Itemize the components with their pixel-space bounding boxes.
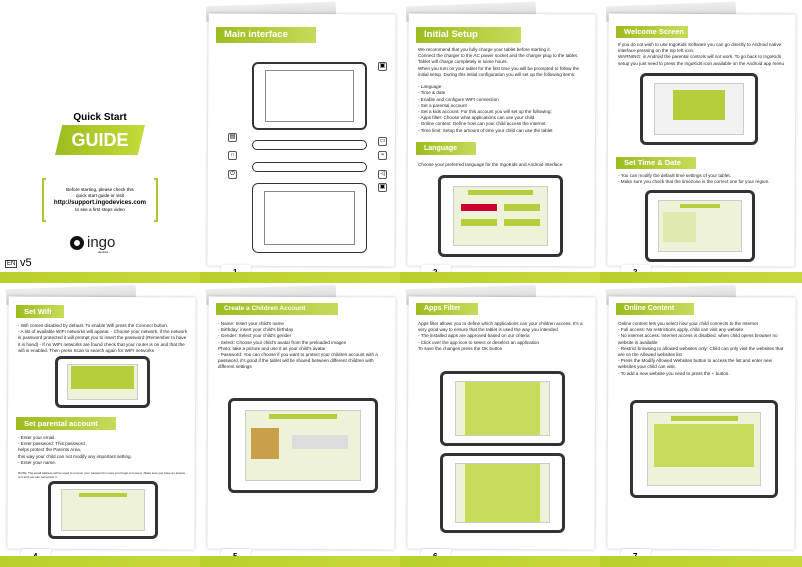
footer-bar (200, 272, 400, 283)
page-initial-setup: Initial Setup We recommend that you full… (400, 0, 600, 283)
language-badge: EN (5, 260, 18, 268)
wifi-text: - Wifi comes disabled by default. To ena… (18, 323, 188, 353)
parental-account-header: Set parental account (16, 417, 116, 430)
parental-screenshot (48, 481, 158, 539)
children-account-text: - Name: Insert your child's name - Birth… (218, 321, 378, 370)
ingo-logo: ingo (70, 234, 115, 251)
page-children-account: Create a Children Account - Name: Insert… (200, 283, 400, 567)
battery-icon: ▭ (378, 137, 387, 146)
section-title: Set Wifi (16, 305, 64, 318)
footer-bar (0, 272, 200, 283)
logo-mark-icon (70, 235, 84, 250)
tablet-side-edge (252, 162, 367, 172)
section-title: Initial Setup (416, 27, 521, 43)
tablet-top-edge (252, 140, 367, 150)
tablet-front-diagram (252, 62, 367, 130)
logo-subtitle: devices (98, 250, 109, 254)
page-apps-filter: Apps Filter Apps filter allows you to de… (400, 283, 600, 567)
rear-camera-icon: ▣ (378, 183, 387, 192)
tablet-back-diagram (252, 183, 367, 253)
camera-icon: ▣ (378, 62, 387, 71)
guide-ribbon: GUIDE (55, 125, 145, 155)
section-title: Create a Children Account (216, 303, 338, 315)
intro-text: We recommend that you fully charge your … (418, 47, 580, 133)
time-date-screenshot (645, 190, 755, 262)
wifi-screenshot (55, 356, 150, 408)
page-main-interface: Main interface ▣ ▤ ▭ ∩ ⌁ ⏻ ◁ ▣ 1 (200, 0, 400, 283)
parental-account-text: - Enter your email. - Enter password: Th… (18, 435, 132, 465)
time-date-text: - You can modify the default time settin… (618, 173, 770, 185)
time-date-header: Set Time & Date (616, 157, 696, 169)
welcome-text: If you do not wish to use IngoKids Softw… (618, 42, 784, 66)
version-label: v5 (20, 257, 32, 269)
page-online-content: Online Content Online content lets you s… (600, 283, 802, 567)
page-welcome-screen: Welcome Screen If you do not wish to use… (600, 0, 802, 283)
cover-panel: Quick Start GUIDE Before starting, pleas… (0, 0, 200, 283)
intro-line-3: to see a first steps video (75, 207, 125, 212)
sd-card-icon: ▤ (228, 133, 237, 142)
usb-icon: ⌁ (378, 151, 387, 160)
section-title: Apps Filter (416, 303, 478, 315)
section-title: Welcome Screen (616, 26, 688, 38)
online-content-screenshot (630, 400, 778, 498)
page-set-wifi: Set Wifi - Wifi comes disabled by defaul… (0, 283, 200, 567)
footer-bar (600, 272, 802, 283)
support-link[interactable]: http://support.ingodevices.com (53, 199, 147, 206)
welcome-screenshot (640, 73, 758, 145)
language-screenshot (438, 175, 563, 257)
volume-icon: ◁ (378, 170, 387, 179)
online-content-text: Online content lets you select how your … (618, 321, 784, 376)
footer-bar (200, 556, 400, 567)
section-title: Main interface (216, 27, 316, 43)
power-icon: ⏻ (228, 170, 237, 179)
apps-filter-text: Apps filter allows you to define which a… (418, 321, 583, 351)
headphones-icon: ∩ (228, 151, 237, 160)
bracket-left (42, 178, 46, 222)
footer-bar (400, 272, 600, 283)
section-title: Online Content (616, 303, 694, 315)
intro-line-2: quick start guide or visit (76, 193, 124, 198)
quick-start-label: Quick Start (73, 112, 127, 123)
language-header: Language (416, 142, 476, 155)
footer-bar (400, 556, 600, 567)
footer-bar (0, 556, 200, 567)
footer-bar (600, 556, 802, 567)
language-text: Choose your preferred language for the I… (418, 162, 564, 167)
bracket-right (154, 178, 158, 222)
parental-note: NOTE: The email address will be used to … (18, 471, 186, 479)
intro-line-1: Before starting, please check this (66, 187, 134, 192)
children-account-screenshot (228, 398, 378, 493)
apps-filter-screenshot-2 (440, 453, 565, 533)
apps-filter-screenshot-1 (440, 371, 565, 446)
